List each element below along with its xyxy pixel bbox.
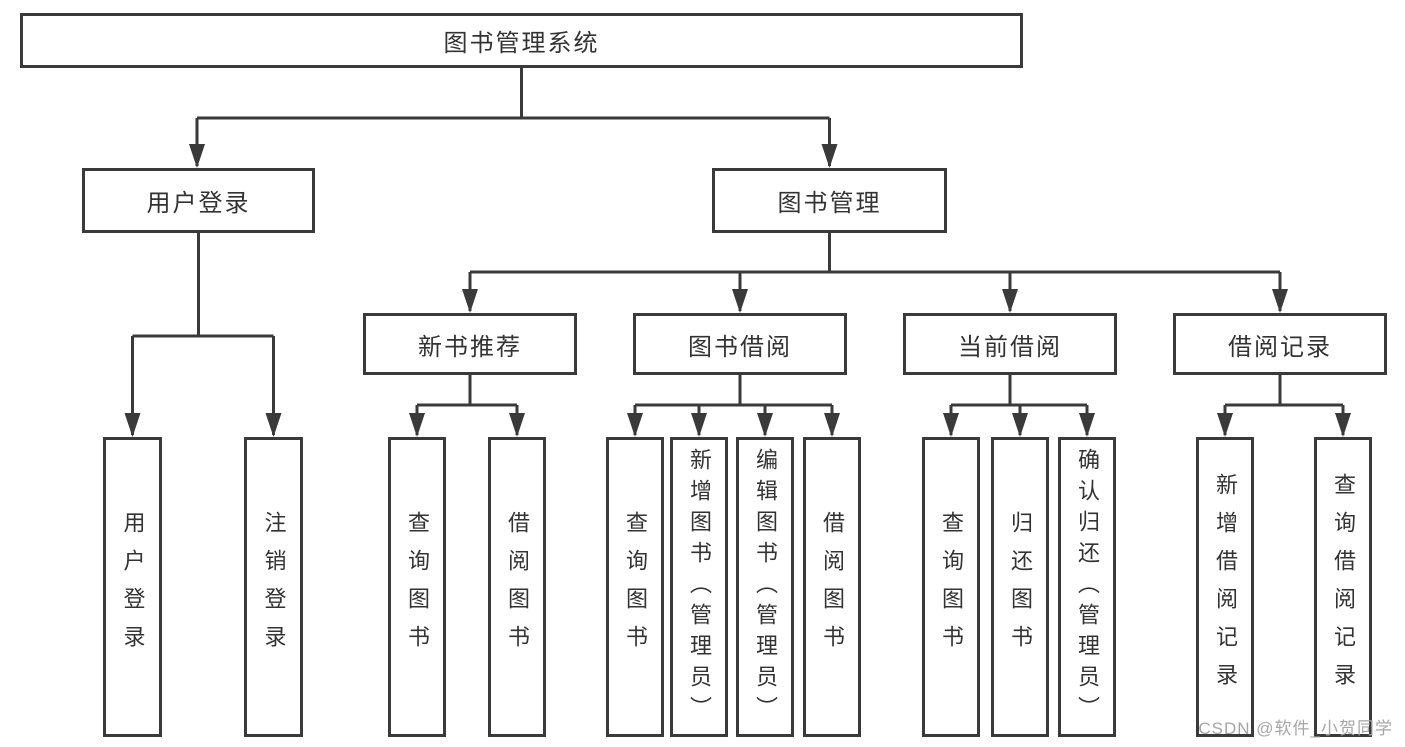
node-label: 确认归还（管理员） <box>1075 447 1100 727</box>
node-borrow-books-recommend: 借阅图书 <box>488 437 546 737</box>
node-logout: 注销登录 <box>244 437 303 737</box>
node-query-borrow-record: 查询借阅记录 <box>1314 437 1372 737</box>
node-new-book-recommendation: 新书推荐 <box>363 313 577 375</box>
node-return-book: 归还图书 <box>991 437 1049 737</box>
node-current-borrowing: 当前借阅 <box>903 313 1117 375</box>
node-add-borrow-record: 新增借阅记录 <box>1196 437 1254 737</box>
node-label: 用户登录 <box>146 190 251 217</box>
node-label: 查询图书 <box>623 511 648 663</box>
node-edit-book-admin: 编辑图书（管理员） <box>736 437 794 737</box>
node-query-books-current: 查询图书 <box>922 437 980 737</box>
node-label: 编辑图书（管理员） <box>753 447 778 727</box>
node-label: 注销登录 <box>261 511 287 663</box>
node-user-login-leaf: 用户登录 <box>103 437 162 737</box>
node-label: 新增图书（管理员） <box>687 447 712 727</box>
node-label: 归还图书 <box>1008 511 1033 663</box>
node-confirm-return-admin: 确认归还（管理员） <box>1058 437 1116 737</box>
node-label: 查询图书 <box>939 511 964 663</box>
node-label: 新增借阅记录 <box>1213 473 1238 701</box>
node-book-borrowing: 图书借阅 <box>633 313 847 375</box>
node-label: 借阅图书 <box>820 511 845 663</box>
node-query-books-recommend: 查询图书 <box>388 437 446 737</box>
node-user-login: 用户登录 <box>82 168 315 233</box>
node-label: 用户登录 <box>120 511 146 663</box>
node-label: 查询借阅记录 <box>1331 473 1356 701</box>
node-label: 查询图书 <box>405 511 430 663</box>
connectors <box>124 68 1351 437</box>
node-label: 图书管理 <box>777 190 882 217</box>
node-label: 新书推荐 <box>418 333 522 361</box>
node-borrowing-records: 借阅记录 <box>1173 313 1387 375</box>
node-book-management: 图书管理 <box>712 168 947 233</box>
node-library-management-system: 图书管理系统 <box>20 13 1023 68</box>
node-label: 借阅记录 <box>1228 333 1332 361</box>
node-label: 图书管理系统 <box>443 30 600 57</box>
node-label: 当前借阅 <box>958 333 1062 361</box>
node-add-book-admin: 新增图书（管理员） <box>670 437 728 737</box>
node-label: 图书借阅 <box>688 333 792 361</box>
node-label: 借阅图书 <box>505 511 530 663</box>
node-query-books-borrow: 查询图书 <box>606 437 664 737</box>
node-borrow-books: 借阅图书 <box>803 437 861 737</box>
watermark: CSDN @软件_小贺同学 <box>1198 719 1393 738</box>
